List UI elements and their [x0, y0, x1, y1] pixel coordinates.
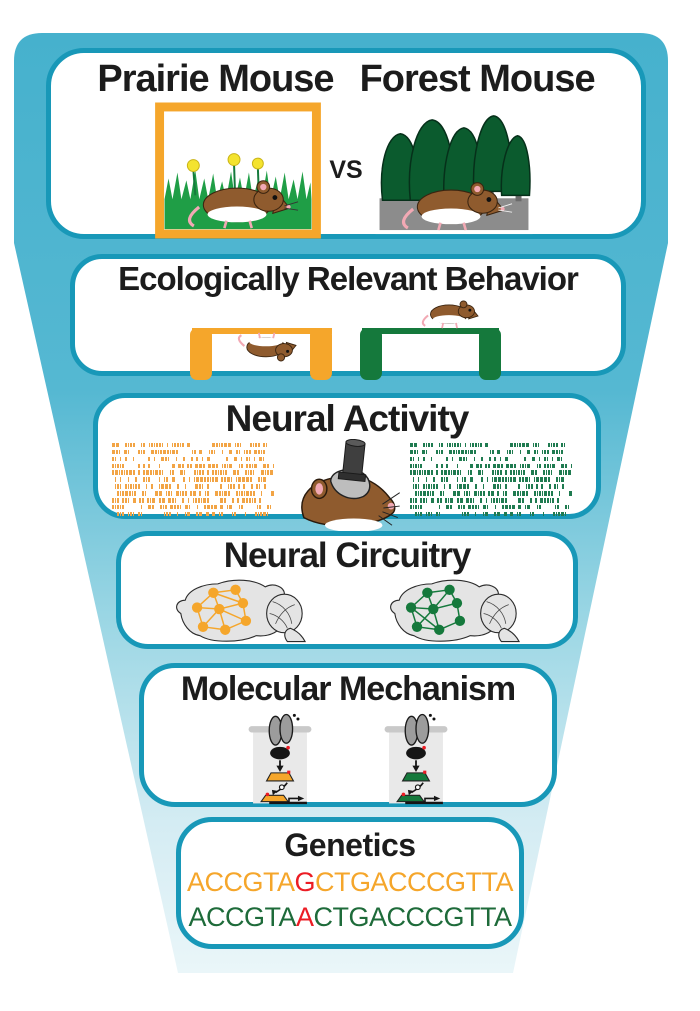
bound-factor-icon [396, 794, 426, 802]
balance-beam-illustration [190, 300, 501, 380]
prairie-beam-icon [190, 327, 332, 380]
neural-activity-title: Neural Activity [225, 398, 470, 439]
neural-activity-card: Neural Activity [93, 393, 601, 531]
prairie-brain-network-icon [176, 579, 307, 642]
molecular-mechanism-title: Molecular Mechanism [180, 670, 516, 708]
forest-spike-raster [410, 442, 582, 521]
molecular-pathways-row [144, 710, 552, 807]
sequence-variant-base: G [294, 866, 316, 897]
receptor-icon [268, 713, 294, 746]
brains-row [121, 575, 573, 649]
behavior-illustrations-row [75, 298, 621, 382]
transcription-factor-icon [401, 772, 431, 782]
signal-protein-icon [406, 746, 426, 760]
sequence-prefix: ACCGTA [188, 901, 296, 932]
prairie-habitat-illustration [155, 102, 322, 239]
mouse-nose [387, 502, 395, 510]
prairie-dna-sequence: ACCGTAGCTGACCCGTTA [181, 865, 519, 900]
molecular-mechanism-card: Molecular Mechanism [139, 663, 557, 807]
vs-label: VS [329, 156, 363, 184]
forest-dna-sequence: ACCGTAACTGACCCGTTA [181, 900, 519, 935]
prairie-circuit-nodes [191, 584, 252, 635]
sequence-suffix: CTGACCCGTTA [313, 901, 513, 932]
mouse-inner-ear [315, 482, 324, 495]
forest-signaling-pathway-icon [384, 713, 448, 804]
forest-circuit-nodes [405, 584, 466, 635]
forest-habitat-illustration [375, 106, 533, 235]
bound-factor-icon [260, 794, 290, 802]
forest-mouse-icon [401, 182, 512, 231]
forest-mouse-title: Forest Mouse [359, 58, 596, 100]
prairie-mouse-title: Prairie Mouse [97, 58, 334, 100]
behavior-title: Ecologically Relevant Behavior [118, 260, 579, 297]
receptor-icon [404, 713, 430, 746]
sequence-prefix: ACCGTA [186, 866, 295, 897]
sequence-variant-base: A [296, 901, 314, 932]
genetics-card: Genetics ACCGTAGCTGACCCGTTA ACCGTAACTGAC… [176, 817, 524, 949]
neural-circuitry-title: Neural Circuitry [223, 536, 472, 575]
species-titles: Prairie Mouse Forest Mouse [51, 58, 641, 101]
genetics-title: Genetics [284, 827, 416, 863]
forest-brain-network-icon [390, 579, 521, 642]
transcription-factor-icon [265, 772, 295, 782]
signal-protein-icon [270, 746, 290, 760]
implanted-mouse-head-icon [301, 438, 400, 531]
species-card: Prairie Mouse Forest Mouse [46, 48, 646, 239]
neural-circuitry-card: Neural Circuitry [116, 531, 578, 649]
dandelion-flowers [187, 153, 265, 172]
implant-lens-icon [337, 438, 367, 482]
neural-activity-row [98, 438, 596, 531]
sequence-suffix: CTGACCCGTTA [315, 866, 514, 897]
mouse-chin [324, 518, 383, 531]
standing-mouse-icon [421, 300, 479, 328]
whiskers-icon [378, 492, 400, 526]
prairie-mouse-icon [188, 180, 299, 229]
prairie-signaling-pathway-icon [248, 713, 312, 804]
forest-beam-icon [360, 327, 501, 380]
tree-icons [380, 115, 531, 202]
hanging-mouse-icon [237, 332, 297, 362]
behavior-card: Ecologically Relevant Behavior [70, 254, 626, 380]
species-illustrations-row: VS [51, 102, 641, 239]
prairie-spike-raster [112, 442, 284, 521]
